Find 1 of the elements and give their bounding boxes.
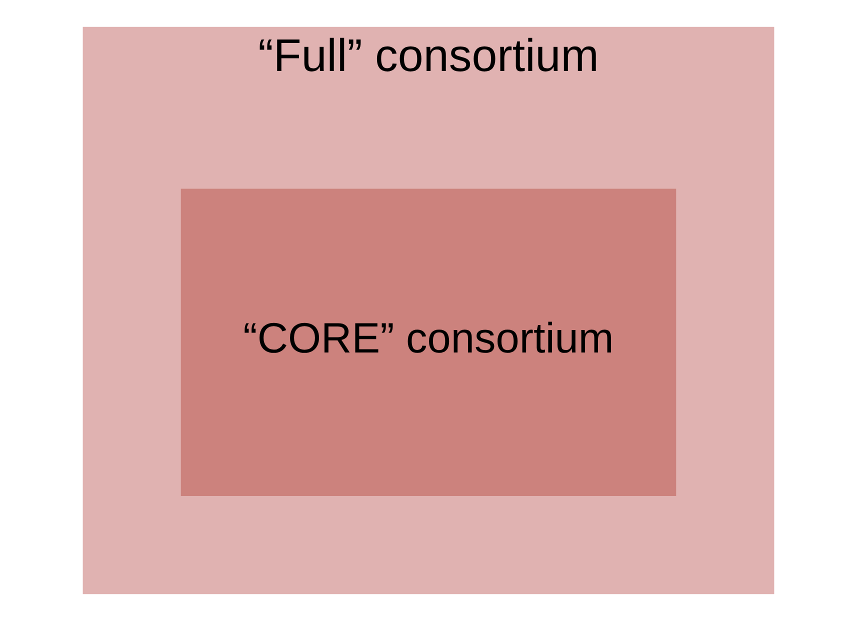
node-box: “CORE” consortium bbox=[180, 188, 676, 496]
